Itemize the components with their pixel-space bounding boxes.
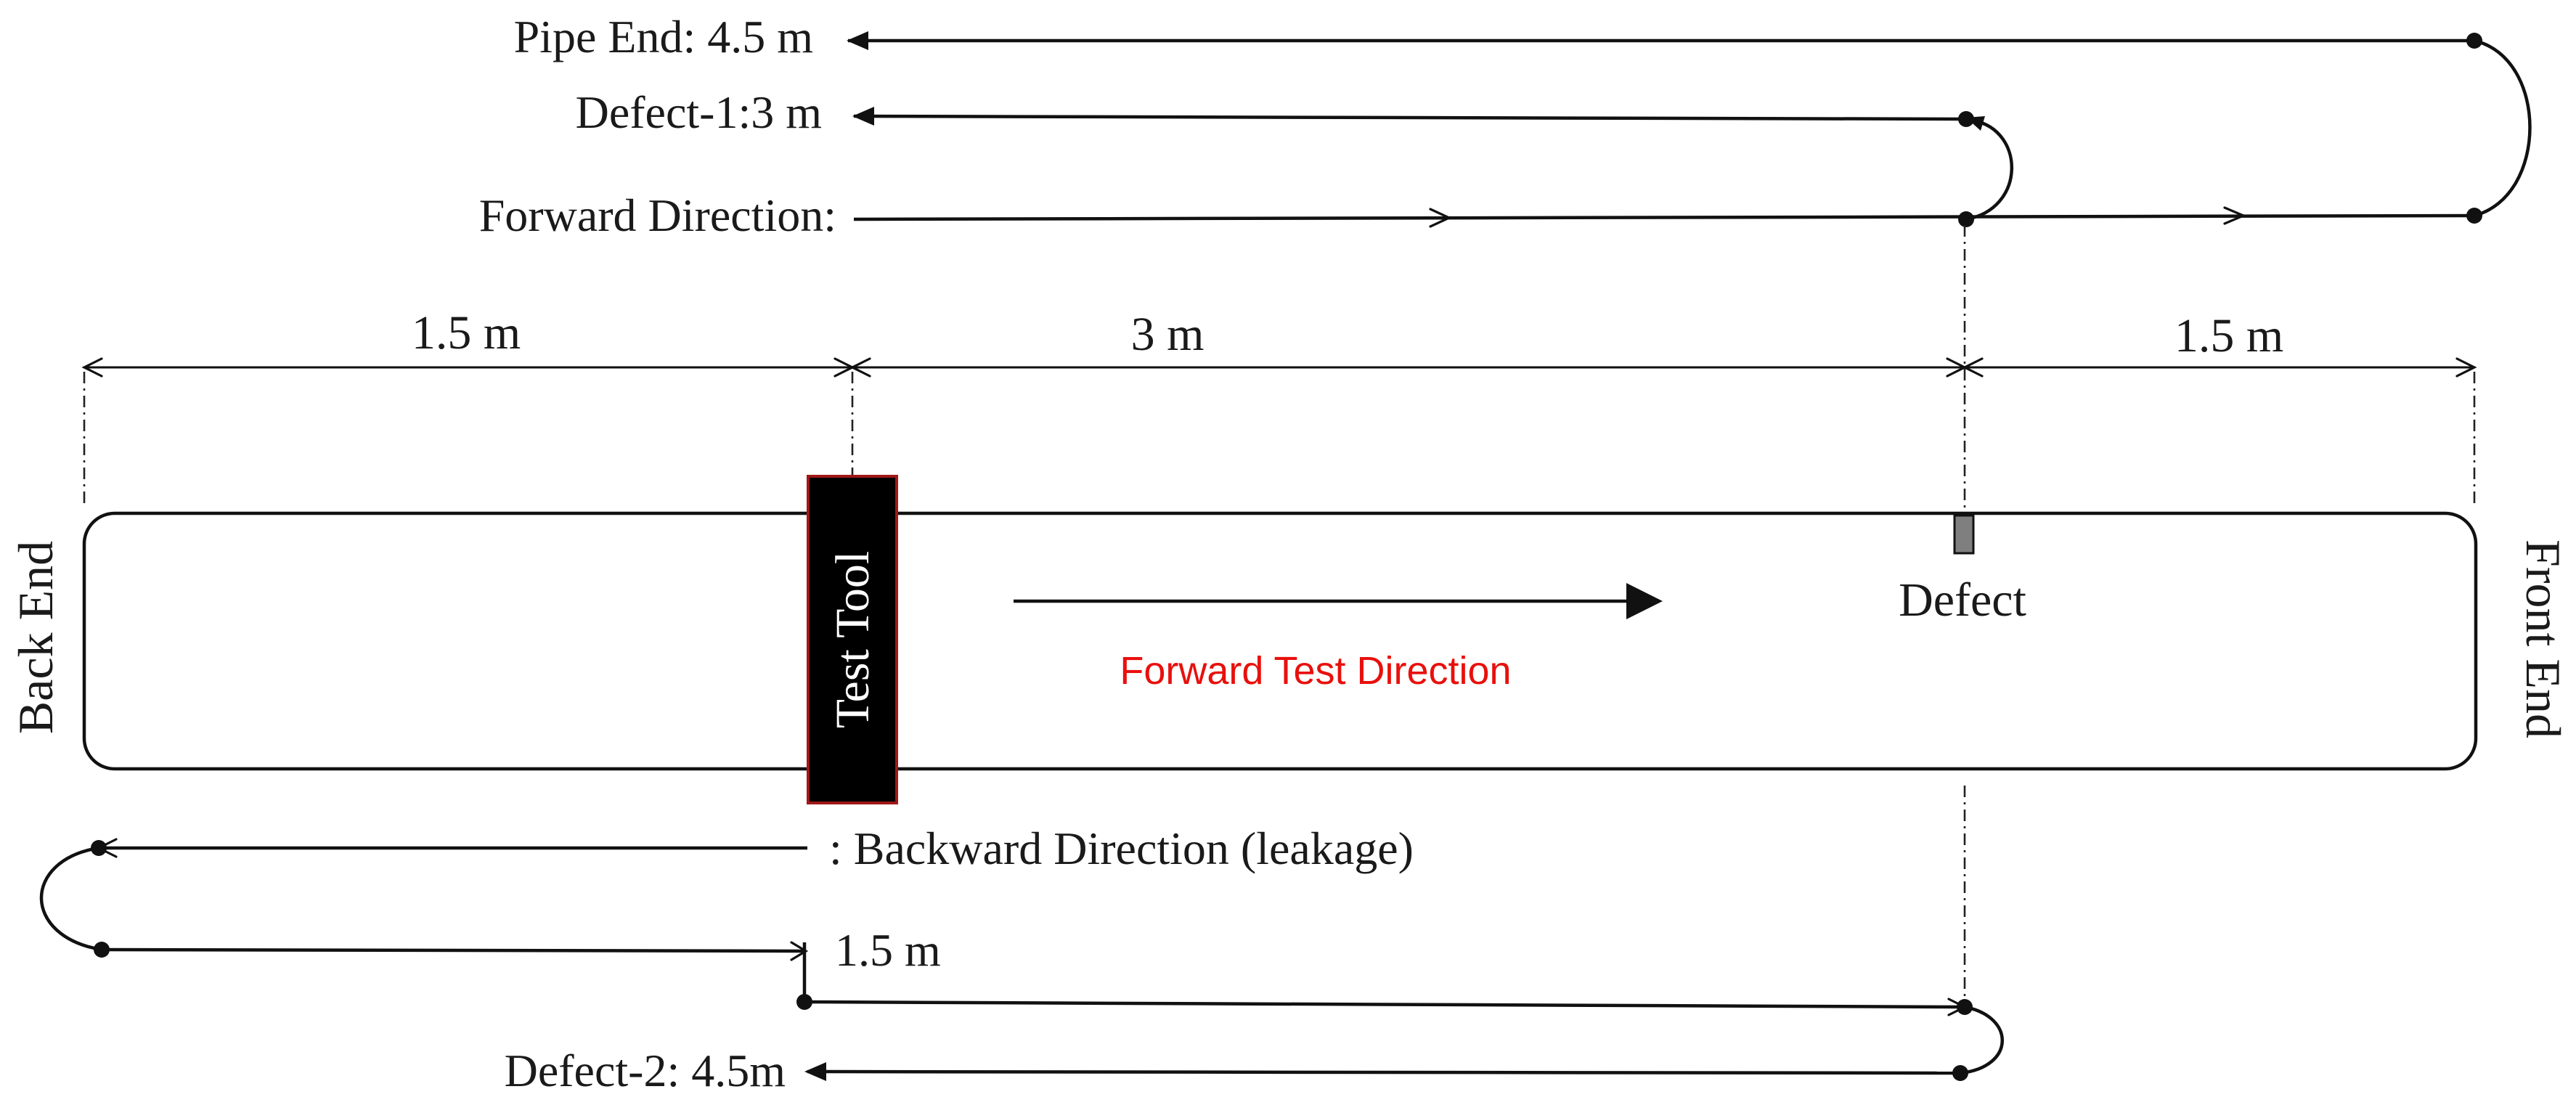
- dimension-left-label: 1.5 m: [412, 306, 521, 359]
- dimension-arrow: [1962, 357, 1984, 378]
- dimension-lines: [81, 357, 2477, 378]
- defect-1-line: [853, 114, 1967, 121]
- return-distance-label: 1.5 m: [835, 924, 941, 976]
- defect-2-label: Defect-2: 4.5m: [505, 1045, 786, 1096]
- forward-direction-line: [853, 213, 2475, 221]
- pipe-body: [82, 511, 2478, 771]
- back-end-label: Back End: [8, 541, 63, 734]
- dimension-arrow: [849, 357, 871, 378]
- forward-test-arrowhead: [1626, 583, 1663, 619]
- forward-arrow-mid-1: [1429, 208, 1452, 228]
- defect-1-arrowhead: [852, 107, 874, 126]
- return-line-2: [804, 1000, 1965, 1009]
- extension-lines: [83, 225, 2476, 999]
- forward-arrow-mid-2: [2223, 206, 2247, 225]
- node: [796, 994, 812, 1010]
- pipe-end-label: Pipe End: 4.5 m: [514, 11, 813, 62]
- forward-direction-label: Forward Direction:: [479, 189, 836, 241]
- node: [91, 840, 107, 856]
- node: [2466, 33, 2482, 49]
- back-end-reflection-loop: [39, 846, 102, 952]
- front-end-label: Front End: [2516, 539, 2571, 738]
- node: [1958, 211, 1974, 227]
- node: [1958, 111, 1974, 127]
- defect-2-line: [807, 1069, 1961, 1075]
- test-tool: [807, 475, 898, 804]
- pipe-end-reflection-loop: [2474, 38, 2532, 218]
- dimension-arrow: [2455, 357, 2477, 378]
- node: [94, 942, 110, 958]
- pipe-end-arrowhead: [847, 31, 868, 50]
- forward-test-direction-label: Forward Test Direction: [1120, 649, 1511, 693]
- defect-1-reflection-loop: [1965, 118, 2014, 221]
- dimension-right-label: 1.5 m: [2174, 309, 2283, 362]
- defect-2-arrowhead: [804, 1062, 826, 1081]
- node: [1952, 1065, 1968, 1081]
- backward-direction-label: : Backward Direction (leakage): [829, 823, 1414, 874]
- dimension-arrow: [81, 357, 103, 378]
- defect-2-reflection-loop: [1960, 1005, 2004, 1075]
- defect-marker: [1953, 514, 1975, 555]
- forward-paths: [847, 31, 2532, 228]
- node: [2466, 208, 2482, 224]
- defect-1-label: Defect-1:3 m: [576, 86, 822, 138]
- backward-paths: [39, 838, 2004, 1081]
- dimension-middle-label: 3 m: [1131, 308, 1205, 361]
- return-line-1: [101, 947, 805, 953]
- defect-label: Defect: [1899, 574, 2026, 627]
- test-tool-label: Test Tool: [826, 551, 879, 728]
- node: [1957, 999, 1973, 1015]
